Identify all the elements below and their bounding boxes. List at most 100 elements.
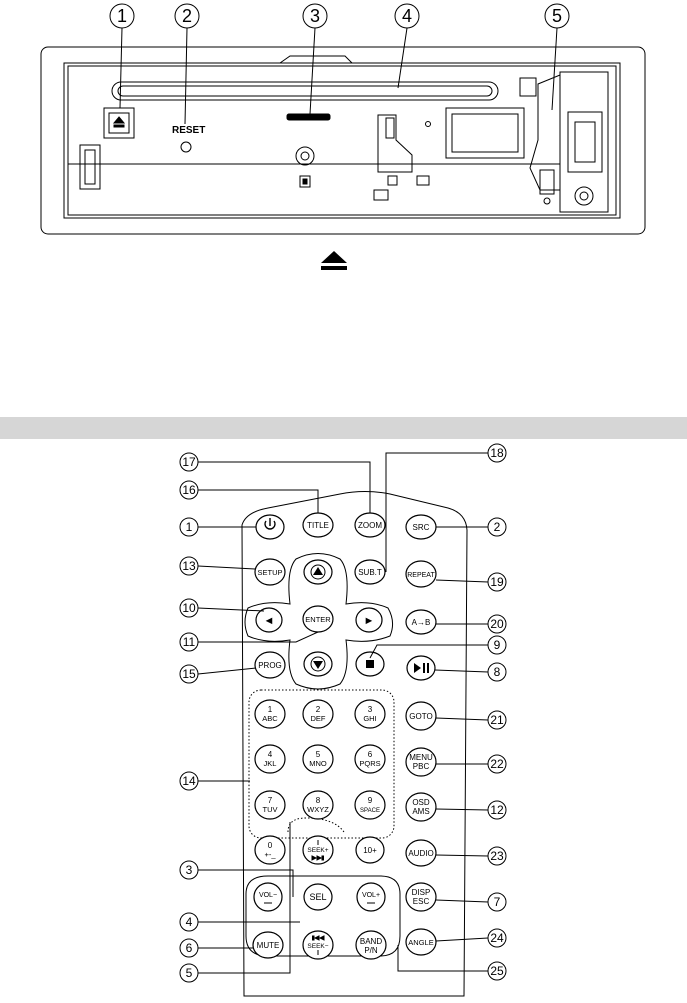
eject-button-housing [103,107,135,139]
repeat-button[interactable] [405,560,437,588]
callout-19-leader [435,579,489,583]
osd-label: OSD [412,798,430,807]
keypad-letters-7: TUV [263,805,278,814]
mute-button[interactable] [252,931,284,959]
volume-cluster-outline [245,875,401,957]
callout-5-leader [198,822,291,974]
vol-plus-button[interactable] [356,882,386,912]
card-holder [445,107,525,159]
right-button[interactable] [355,607,383,633]
next-track-icon [311,855,318,861]
left-button[interactable] [255,607,283,633]
disp-esc-button[interactable] [405,882,437,912]
down-icon-ring [310,656,326,672]
remote-callout-10-circle [179,598,199,618]
vol-minus-button[interactable] [253,882,283,912]
keypad-button-8[interactable] [302,790,334,820]
keypad-digit-7: 7 [268,796,273,805]
remote-callout-24-circle [487,928,507,948]
keypad-letters-3: GHI [363,714,376,723]
keypad-button-1[interactable] [254,699,286,729]
keypad-letters-5: MNO [309,759,327,768]
remote-callout-12-circle [487,800,507,820]
seek-up-button[interactable] [302,835,334,865]
up-icon-ring [310,564,326,580]
keypad-button-6[interactable] [354,744,386,774]
eject-symbol-bar [321,266,347,270]
remote-callout-1: 1 [186,520,193,534]
remote-callout-8-circle [487,662,507,682]
repeat-label: REPEAT [407,572,435,579]
keypad-button-4[interactable] [254,744,286,774]
remote-callout-11: 11 [183,635,196,649]
angle-button[interactable] [405,928,437,956]
remote-callout-20: 20 [490,617,504,631]
latch [519,77,537,97]
seek-down-label: SEEK− [307,943,328,950]
ams-label: AMS [412,807,429,816]
ab-button[interactable] [405,609,437,635]
remote-callout-17-circle [179,452,199,472]
remote-callout-20-circle [487,614,507,634]
next-track-icon-2 [316,855,323,861]
prev-track-icon-2 [313,935,320,941]
src-label: SRC [413,523,430,532]
remote-callout-13-circle [179,556,199,576]
remote-callout-leaders [197,452,489,974]
remote-callout-12: 12 [490,803,504,817]
keypad-button-9[interactable] [354,790,386,820]
vol-minus-label: VOL− [259,892,277,899]
front-panel-outline [40,46,646,235]
front-panel [40,46,646,235]
keypad-button-0[interactable] [254,835,286,865]
osd-ams-button[interactable] [405,792,437,822]
remote-callout-21-circle [487,710,507,730]
setup-button[interactable] [254,558,286,586]
remote-callout-14-circle [179,771,199,791]
keypad-letters-6: PQRS [359,759,380,768]
front-callout-labels: 1 2 3 4 5 [117,6,562,26]
keypad-button-2[interactable] [302,699,334,729]
subt-button[interactable] [354,559,386,585]
keypad-button-7[interactable] [254,790,286,820]
seek-area [287,817,345,833]
menu-pbc-button[interactable] [405,747,437,777]
remote-callout-3-circle [179,860,199,880]
remote-callout-16-circle [179,480,199,500]
remote-callout-6: 6 [186,941,193,955]
seek-vol-arrows [264,840,375,955]
esc-label: ESC [413,897,430,906]
subt-label: SUB.T [358,568,382,577]
seek-down-button[interactable] [302,930,334,960]
remote-callout-18-circle [487,443,507,463]
keypad-area [248,689,395,839]
remote-callout-7-circle [487,892,507,912]
audio-button[interactable] [405,839,437,867]
front-callout-3-leader [309,27,316,115]
mute-label: MUTE [257,941,280,950]
callout-10-leader [197,607,265,612]
front-callout-5-leader [551,27,558,111]
keypad-button-3[interactable] [354,699,386,729]
remote-callout-23-circle [487,846,507,866]
prog-button[interactable] [254,651,286,679]
keypad-digit-0: 0 [268,841,273,850]
eject-button [108,112,130,134]
prev-track-icon [318,935,325,941]
keypad-digit-4: 4 [268,750,273,759]
callout-15-leader [197,667,257,675]
goto-button[interactable] [405,701,437,731]
remote-callout-2-circle [487,517,507,537]
callout-25-leader [397,945,488,972]
sel-button[interactable] [303,883,333,911]
remote-callout-23: 23 [490,849,504,863]
keypad-button-5[interactable] [302,744,334,774]
mechanism-pin-2 [416,175,430,186]
front-callout-2-leader [184,27,188,125]
ten-plus-button[interactable] [355,836,385,864]
disp-label: DISP [412,888,431,897]
band-pn-button[interactable] [355,930,387,960]
enter-label: ENTER [305,615,331,624]
